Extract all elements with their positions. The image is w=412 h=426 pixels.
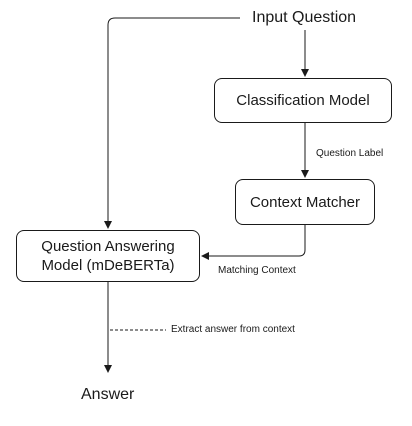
arrow-matcher-to-qa-model — [201, 225, 306, 260]
answer-label: Answer — [81, 386, 135, 403]
context-matcher-node: Context Matcher — [235, 179, 375, 225]
matching-context-edge-label: Matching Context — [218, 265, 296, 276]
arrow-input-to-qa-model — [104, 17, 240, 229]
qa-model-node: Question Answering Model (mDeBERTa) — [16, 230, 200, 282]
input-question-label: Input Question — [252, 9, 357, 26]
qa-model-line-2: Model (mDeBERTa) — [41, 257, 175, 274]
question-label-edge-label: Question Label — [316, 148, 384, 159]
extract-annotation-label: Extract answer from context — [171, 324, 295, 335]
classification-model-node: Classification Model — [214, 78, 392, 123]
qa-model-line-1: Question Answering — [41, 238, 175, 255]
